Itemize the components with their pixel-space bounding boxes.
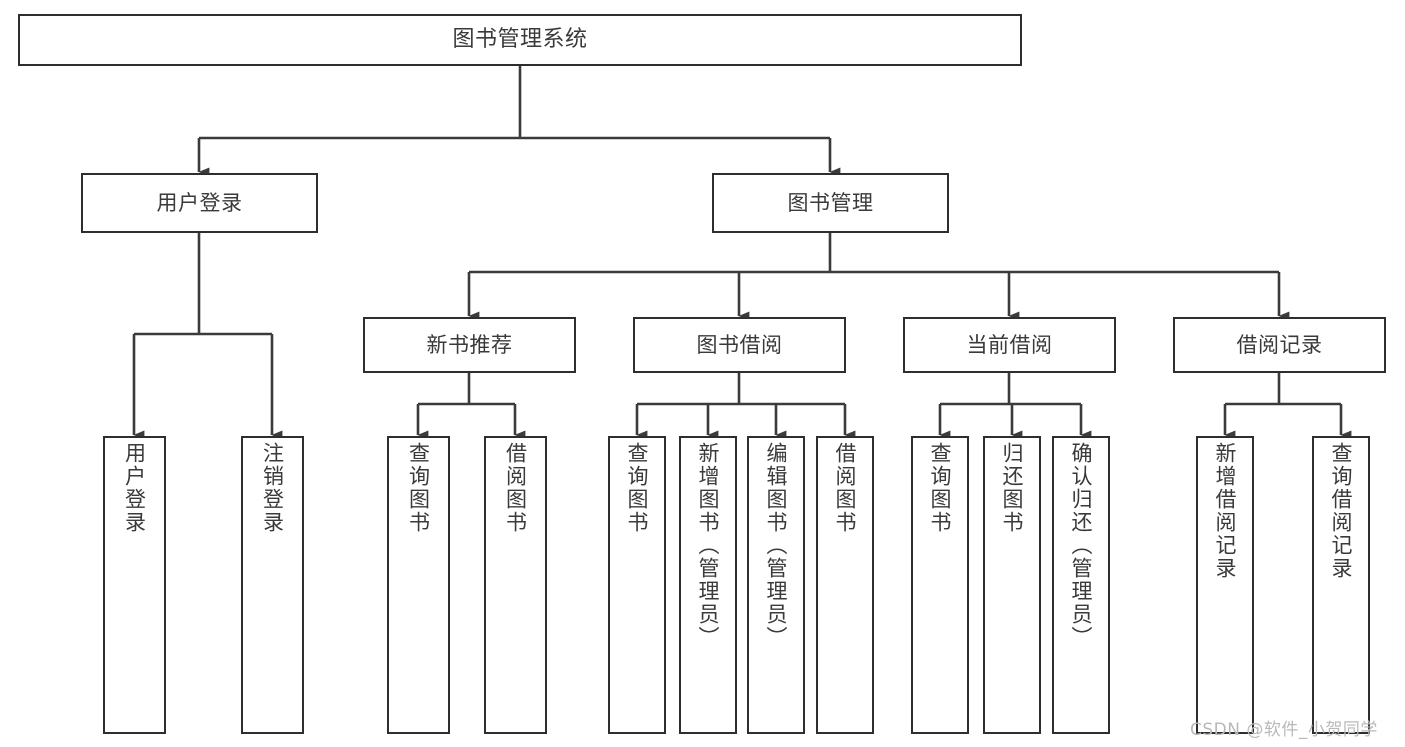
node-leaf-user-login[interactable]: 用户登录 xyxy=(103,436,166,734)
node-new-book-recommend-label: 新书推荐 xyxy=(426,332,513,357)
node-leaf-borrow-book-1-label: 借阅图书 xyxy=(503,442,528,534)
node-leaf-logout-label: 注销登录 xyxy=(260,442,285,534)
node-leaf-query-record[interactable]: 查询借阅记录 xyxy=(1312,436,1370,734)
node-leaf-confirm-return-label: 确认归还（管理员） xyxy=(1069,442,1094,649)
node-leaf-borrow-book-1[interactable]: 借阅图书 xyxy=(484,436,547,734)
node-leaf-return-book[interactable]: 归还图书 xyxy=(983,436,1041,734)
node-user-login[interactable]: 用户登录 xyxy=(81,173,318,233)
node-new-book-recommend[interactable]: 新书推荐 xyxy=(363,317,576,373)
node-leaf-add-book-label: 新增图书（管理员） xyxy=(696,442,721,649)
node-current-borrow-label: 当前借阅 xyxy=(966,332,1053,357)
node-leaf-borrow-book-2-label: 借阅图书 xyxy=(833,442,858,534)
node-book-manage-label: 图书管理 xyxy=(787,190,874,215)
node-leaf-query-book-2[interactable]: 查询图书 xyxy=(608,436,666,734)
node-leaf-query-record-label: 查询借阅记录 xyxy=(1329,442,1354,580)
node-book-manage[interactable]: 图书管理 xyxy=(712,173,949,233)
node-leaf-return-book-label: 归还图书 xyxy=(1000,442,1025,534)
node-book-borrow[interactable]: 图书借阅 xyxy=(633,317,846,373)
node-borrow-record-label: 借阅记录 xyxy=(1236,332,1323,357)
node-leaf-edit-book[interactable]: 编辑图书（管理员） xyxy=(747,436,805,734)
node-leaf-query-book-3-label: 查询图书 xyxy=(928,442,953,534)
node-leaf-user-login-label: 用户登录 xyxy=(122,442,147,534)
node-leaf-logout[interactable]: 注销登录 xyxy=(241,436,304,734)
node-leaf-confirm-return[interactable]: 确认归还（管理员） xyxy=(1052,436,1110,734)
node-book-borrow-label: 图书借阅 xyxy=(696,332,783,357)
node-leaf-add-book[interactable]: 新增图书（管理员） xyxy=(679,436,737,734)
node-leaf-edit-book-label: 编辑图书（管理员） xyxy=(764,442,789,649)
node-root[interactable]: 图书管理系统 xyxy=(18,14,1022,66)
node-current-borrow[interactable]: 当前借阅 xyxy=(903,317,1116,373)
node-leaf-query-book-1-label: 查询图书 xyxy=(406,442,431,534)
node-root-label: 图书管理系统 xyxy=(452,27,588,53)
node-leaf-borrow-book-2[interactable]: 借阅图书 xyxy=(816,436,874,734)
node-leaf-add-record[interactable]: 新增借阅记录 xyxy=(1196,436,1254,734)
node-leaf-query-book-3[interactable]: 查询图书 xyxy=(911,436,969,734)
watermark-text: CSDN @软件_小贺同学 xyxy=(1190,720,1378,740)
node-leaf-add-record-label: 新增借阅记录 xyxy=(1213,442,1238,580)
node-user-login-label: 用户登录 xyxy=(156,190,243,215)
node-leaf-query-book-1[interactable]: 查询图书 xyxy=(387,436,450,734)
node-borrow-record[interactable]: 借阅记录 xyxy=(1173,317,1386,373)
node-leaf-query-book-2-label: 查询图书 xyxy=(625,442,650,534)
